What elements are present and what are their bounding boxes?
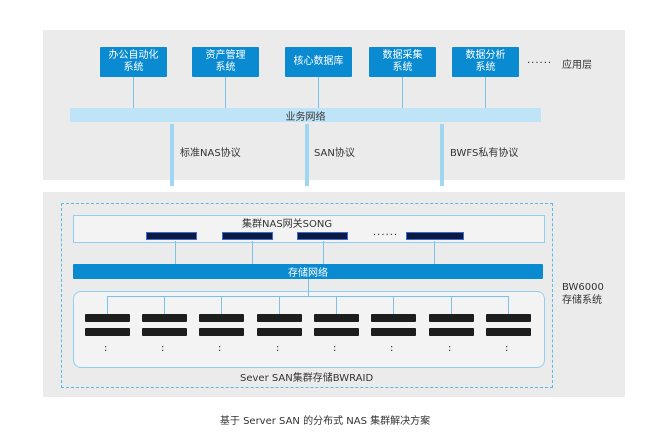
disk-unit [85, 314, 130, 322]
disk-more-dots: : [448, 343, 453, 354]
connector [221, 296, 222, 314]
gateway-node [297, 232, 348, 240]
connector [323, 241, 324, 264]
protocol-arrow-nas [170, 124, 174, 186]
storage-system-boundary [61, 203, 553, 388]
nas-gateway-label: 集群NAS网关SONG [242, 219, 333, 230]
disk-unit [486, 328, 531, 336]
connector [133, 77, 134, 109]
storage-system-label: BW6000 存储系统 [562, 282, 604, 306]
connector [107, 296, 108, 314]
gateway-node [222, 232, 273, 240]
storage-network-bar: 存储网络 [73, 264, 543, 279]
disk-unit [257, 314, 302, 322]
connector-horizontal [107, 296, 509, 297]
disk-unit [199, 328, 244, 336]
connector [318, 77, 319, 109]
protocol-arrow-san [305, 124, 309, 186]
figure-caption: 基于 Server SAN 的分布式 NAS 集群解决方案 [219, 416, 431, 427]
disk-more-dots: : [218, 343, 223, 354]
connector [434, 241, 435, 264]
app-label: 核心数据库 [293, 56, 344, 67]
connector [451, 296, 452, 314]
disk-unit [314, 314, 359, 322]
connector [402, 77, 403, 109]
disk-unit [142, 314, 187, 322]
storage-network-label: 存储网络 [288, 268, 328, 279]
connector [279, 296, 280, 314]
connector [393, 296, 394, 314]
disk-unit [85, 328, 130, 336]
connector [175, 241, 176, 264]
disk-unit [257, 328, 302, 336]
business-network-bar: 业务网络 [70, 108, 541, 123]
connector [308, 279, 309, 296]
disk-unit [371, 328, 416, 336]
business-network-label: 业务网络 [285, 111, 326, 123]
disk-unit [371, 314, 416, 322]
connector [225, 77, 226, 109]
disk-unit [429, 328, 474, 336]
connector [485, 77, 486, 109]
disk-more-dots: : [333, 343, 338, 354]
app-data-collection: 数据采集 系统 [369, 47, 436, 77]
disk-more-dots: : [161, 343, 166, 354]
app-asset-management: 资产管理 系统 [192, 47, 259, 77]
disk-unit [314, 328, 359, 336]
protocol-arrow-bwfs [440, 124, 444, 186]
app-label: 数据采集 系统 [382, 50, 423, 73]
connector [252, 241, 253, 264]
disk-unit [199, 314, 244, 322]
app-core-database: 核心数据库 [285, 47, 352, 77]
disk-more-dots: : [104, 343, 109, 354]
gateway-node [406, 232, 464, 240]
protocol-san-label: SAN协议 [314, 148, 355, 159]
app-office-automation: 办公自动化 系统 [100, 47, 167, 77]
disk-more-dots: : [390, 343, 395, 354]
disk-more-dots: : [276, 343, 281, 354]
protocol-nas-label: 标准NAS协议 [180, 148, 241, 159]
gateway-ellipsis: ...... [373, 227, 399, 238]
gateway-node [146, 232, 197, 240]
app-label: 办公自动化 系统 [108, 50, 159, 73]
protocol-bwfs-label: BWFS私有协议 [450, 148, 519, 159]
app-ellipsis: ...... [527, 55, 553, 66]
connector [336, 296, 337, 314]
connector [508, 296, 509, 314]
disk-unit [429, 314, 474, 322]
connector [164, 296, 165, 314]
cluster-storage-label: Sever SAN集群存储BWRAID [240, 373, 374, 384]
disk-unit [142, 328, 187, 336]
app-label: 数据分析 系统 [465, 50, 506, 73]
app-layer-label: 应用层 [562, 60, 592, 71]
app-data-analysis: 数据分析 系统 [452, 47, 519, 77]
disk-unit [486, 314, 531, 322]
app-label: 资产管理 系统 [205, 50, 246, 73]
disk-more-dots: : [505, 343, 510, 354]
